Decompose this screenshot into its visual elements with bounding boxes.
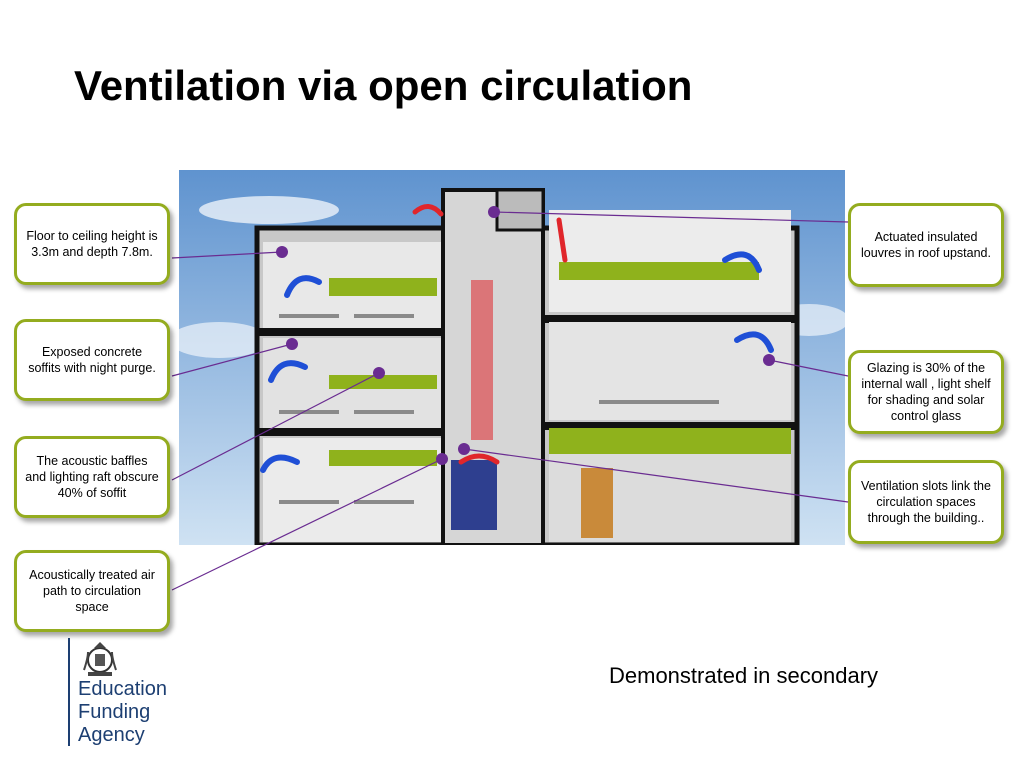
callout-text: Floor to ceiling height is 3.3m and dept… [26,229,158,259]
logo-line: Agency [78,724,145,746]
door [581,468,613,538]
accent-wall [329,375,437,389]
callout-text: Glazing is 30% of the internal wall , li… [861,361,991,423]
building-section-illustration [179,170,845,545]
floor-slab [257,428,443,436]
lockers [451,460,497,530]
logo-line: Education [78,678,167,700]
page-title: Ventilation via open circulation [74,62,693,109]
callout-text: Actuated insulated louvres in roof upsta… [861,230,991,260]
royal-crest-icon [83,642,117,676]
callout-text: Exposed concrete soffits with night purg… [28,345,156,375]
accent-wall [329,278,437,296]
callout-acoustic-baffles: The acoustic baffles and lighting raft o… [14,436,170,518]
accent-wall [559,262,759,280]
logo-line: Funding [78,701,151,723]
cloud [199,196,339,224]
footer-caption: Demonstrated in secondary [609,663,879,688]
floor-slab [544,315,797,323]
callout-text: Acoustically treated air path to circula… [29,568,155,614]
floor-slab [257,328,443,336]
callout-text: Ventilation slots link the circulation s… [861,479,991,525]
callout-air-path: Acoustically treated air path to circula… [14,550,170,632]
education-funding-agency-logo: Education Funding Agency [68,638,198,748]
callout-text: The acoustic baffles and lighting raft o… [25,454,159,500]
callout-floor-height: Floor to ceiling height is 3.3m and dept… [14,203,170,285]
callout-vent-slots: Ventilation slots link the circulation s… [848,460,1004,544]
airflow-arrow-icon [722,251,762,273]
callout-concrete-soffits: Exposed concrete soffits with night purg… [14,319,170,401]
airflow-arrow-icon [734,331,774,353]
roof-upstand [495,188,545,232]
accent-wall [549,428,791,454]
logo-divider [68,638,70,746]
floor-slab [544,422,797,430]
airflow-arrow-icon [284,275,322,298]
callout-louvres: Actuated insulated louvres in roof upsta… [848,203,1004,287]
exhaust-arrow-icon [412,204,444,217]
logo-wordmark: Education Funding Agency [78,678,167,747]
accent-wall [329,450,437,466]
exhaust-column [471,280,493,440]
exhaust-arrow-icon [556,217,568,263]
callout-glazing: Glazing is 30% of the internal wall , li… [848,350,1004,434]
